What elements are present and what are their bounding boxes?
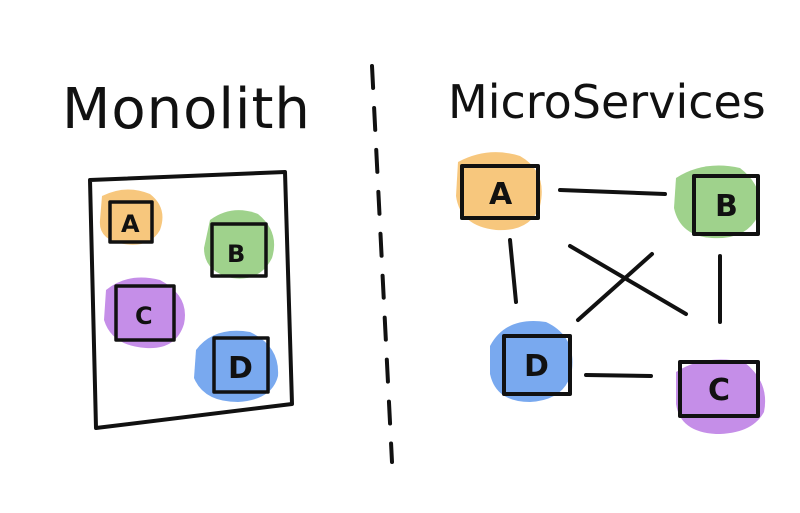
divider-dashed-line [370,64,394,464]
service-blob-d [490,321,573,402]
service-square-c [678,360,760,418]
monolith-label-c: C [135,302,153,330]
service-node-d: D [490,321,573,402]
service-node-b: B [674,165,760,239]
service-node-a: A [456,152,542,231]
monolith-box-d: D [194,330,279,402]
service-label-c: C [708,373,730,408]
service-label-b: B [715,189,738,224]
monolith-box-a: A [99,189,163,245]
connector-d-c [584,373,653,378]
connector-a-c [568,244,688,316]
monolith-label-d: D [228,351,253,386]
monolith-container [88,170,294,430]
monolith-box-b: B [204,210,275,279]
service-label-a: A [489,177,513,212]
service-square-b [692,174,760,236]
monolith-label-b: B [227,240,245,268]
monolith-square-d [212,336,270,394]
monolith-box-c: C [104,277,185,349]
microservices-title: MicroServices [448,75,766,129]
connector-b-d [576,252,654,322]
service-label-d: D [524,349,549,384]
monolith-blob-c [104,277,185,349]
service-blob-a [456,152,542,231]
monolith-blob-b [204,210,275,279]
monolith-square-c [114,284,176,342]
connector-a-d [508,238,518,304]
monolith-square-a [108,200,154,244]
monolith-label-a: A [121,210,140,238]
service-node-c: C [676,359,766,434]
service-square-d [502,334,572,396]
monolith-title: Monolith [62,77,311,142]
monolith-square-b [210,222,268,278]
connector-a-b [558,188,667,196]
service-square-a [460,164,540,220]
